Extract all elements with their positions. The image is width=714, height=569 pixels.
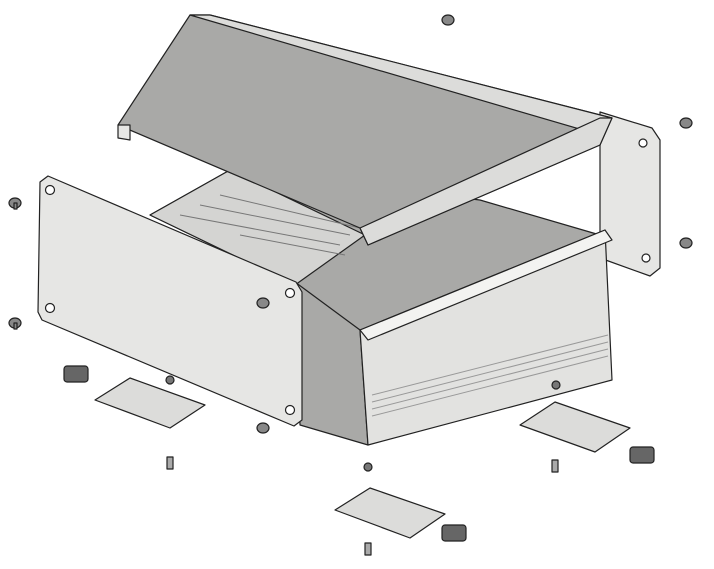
pins — [166, 456, 559, 556]
nut-icon — [363, 462, 373, 472]
bottom-shell — [149, 169, 613, 446]
screw-icon — [256, 297, 270, 309]
nuts — [165, 375, 561, 472]
foot — [629, 446, 655, 464]
front-panel-hole — [284, 404, 296, 416]
bracket — [94, 377, 206, 429]
bracket — [519, 401, 631, 453]
foot — [63, 365, 89, 383]
pin — [364, 542, 372, 556]
screw-icon — [441, 14, 455, 26]
front-panel-hole — [44, 302, 56, 314]
screw-icon — [679, 117, 693, 129]
front-panel-hole — [44, 184, 56, 196]
front-panel — [37, 175, 303, 427]
screw-icon — [8, 197, 22, 210]
feet — [63, 365, 655, 542]
front-panel-hole — [284, 287, 296, 299]
bracket — [334, 487, 446, 539]
screw-icon — [679, 237, 693, 249]
nut-icon — [165, 375, 175, 385]
nut-icon — [551, 380, 561, 390]
pin — [166, 456, 174, 470]
screw-icon — [8, 317, 22, 330]
screw-icon — [256, 422, 270, 434]
pin — [551, 459, 559, 473]
foot — [441, 524, 467, 542]
top-cover — [117, 14, 613, 246]
rear-panel — [599, 111, 661, 277]
mounting-brackets — [94, 377, 631, 539]
screws — [8, 14, 693, 434]
